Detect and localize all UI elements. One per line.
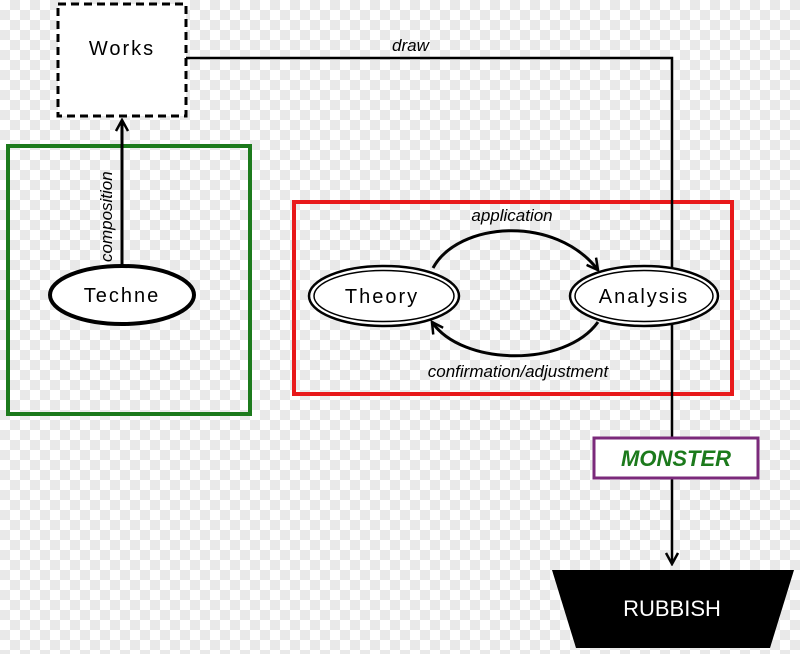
techne-node[interactable] xyxy=(48,264,196,326)
analysis-label: Analysis xyxy=(599,286,689,308)
works-label: Works xyxy=(89,38,155,60)
confirmation-label: confirmation/adjustment xyxy=(428,362,610,381)
works-node[interactable] xyxy=(56,2,188,118)
analysis-node-inner xyxy=(574,269,714,323)
theory-node-inner xyxy=(313,269,455,323)
theory-node[interactable] xyxy=(307,264,461,328)
draw-label: draw xyxy=(392,36,431,55)
rubbish-label: RUBBISH xyxy=(623,596,721,621)
confirmation-arrow xyxy=(432,322,600,358)
theory-label: Theory xyxy=(345,286,419,308)
techne-label: Techne xyxy=(84,285,161,307)
draw-connector xyxy=(186,56,672,564)
rubbish-bin[interactable] xyxy=(552,570,794,648)
application-arrow xyxy=(431,229,598,270)
composition-label: composition xyxy=(97,171,116,262)
application-label: application xyxy=(471,206,552,225)
monster-node[interactable] xyxy=(592,436,760,480)
theory-analysis-container xyxy=(292,200,734,396)
monster-label: MONSTER xyxy=(621,446,731,471)
techne-container xyxy=(6,144,252,416)
analysis-node[interactable] xyxy=(568,264,720,328)
